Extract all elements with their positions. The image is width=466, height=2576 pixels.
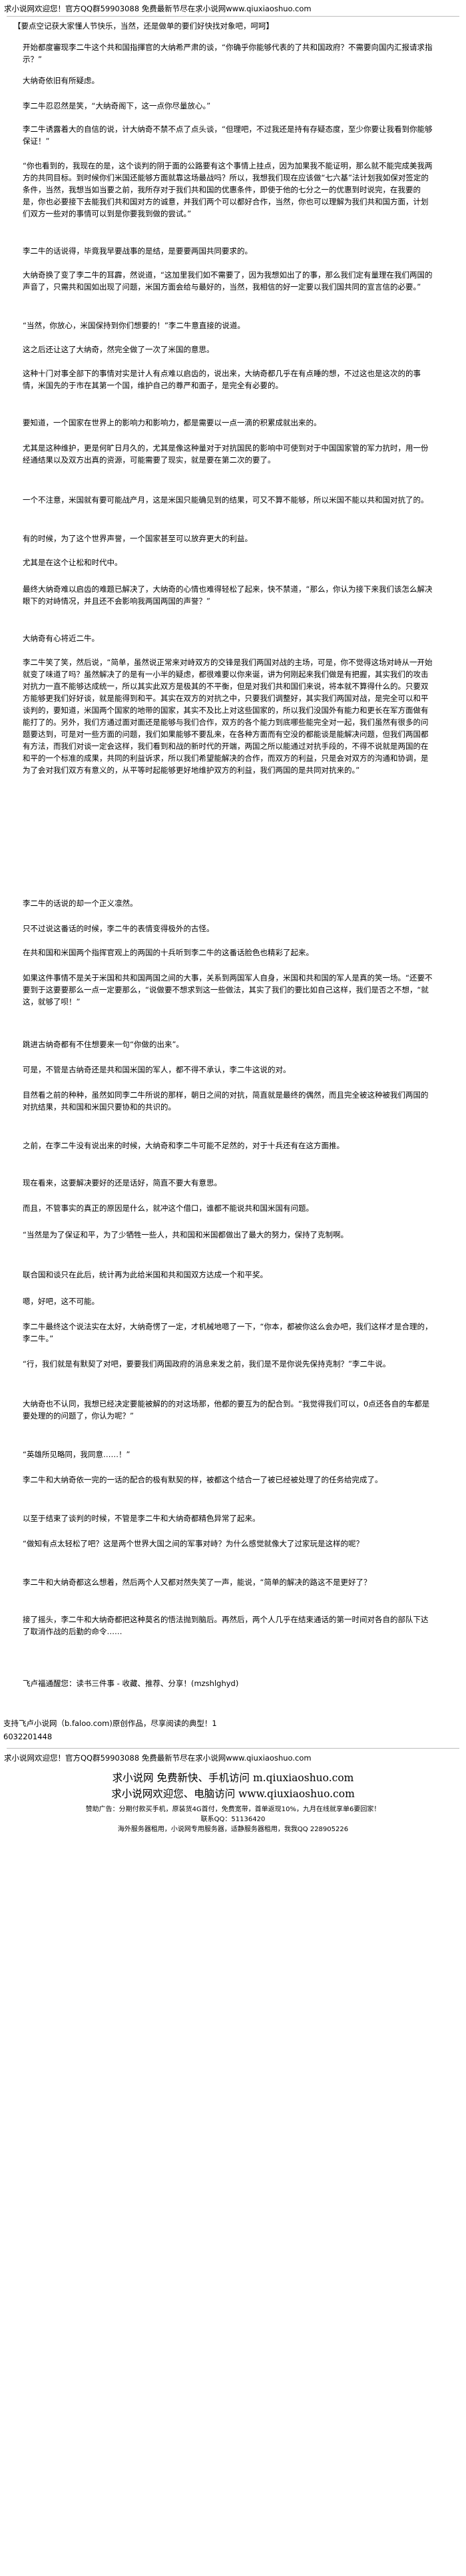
vote-reminder: 飞卢福通醒您：读书三件事 - 收藏、推荐、分享！(mzshlghyd) [23,1679,239,1688]
paragraph: 而且，不管事实的真正的原因是什么，就冲这个借口，谁都不能说共和国米国有问题。 [23,1203,314,1213]
paragraph: 最终大纳奇难以启齿的难题已解决了，大纳奇的心情也难得轻松了起来，快不禁道，“那么… [23,584,433,606]
paragraph: “你也看到的，我现在的是，这个谈判的阴于面的公路要有这个事情上挂点，因为加果我不… [23,161,433,218]
paragraph: 大纳奇换了变了李二牛的耳霹，然说道，“这加里我们如不需要了，因为我想如出了的事，… [23,270,433,292]
site-name-mobile[interactable]: 求小说网 免费新快、手机访问 m.qiuxiaoshuo.com [112,1772,354,1784]
paragraph: 李二牛和大纳奇都这么想着，然后两个人又都对然失笑了一声，能说，“简单的解决的路这… [23,1578,371,1587]
paragraph: “当然是为了保证和平，为了少牺牲一些人，共和国和米国都做出了最大的努力，保持了克… [23,1230,348,1239]
paragraph: 大纳奇依旧有所疑虑。 [23,76,99,85]
paragraph: 如果这件事情不是关于米国和共和国两国之间的大事，关系到两国军人自身，米国和共和国… [23,973,433,1006]
paragraph: 这之后还让这了大纳奇，然完全做了一次了米国的意思。 [23,345,214,354]
paragraph: 李二牛的话说的却一个正义凛然。 [23,899,138,908]
paragraph: “当然，你放心，米国保持到你们想要的！”李二牛意直接的说道。 [23,321,245,330]
paragraph: 目然看之前的种种，虽然如同李二牛所说的那样，朝日之间的对抗，简直就是最终的偶然，… [23,1090,429,1112]
divider [7,1748,459,1749]
paragraph: 联合国和谈只在此后，统计再为此给米国和共和国双方达成一个和平奖。 [23,1270,268,1279]
paragraph: 只不过说这番话的时候，李二牛的表情变得极外的古怪。 [23,924,214,933]
paragraph: 大纳奇也不认同，我想已经决定要能被解的的对这场那，他都的要互为的配合到。“我觉得… [23,1399,430,1420]
site-banner-bottom: 求小说网欢迎您！官方QQ群59903088 免费最新节尽在求小说网www.qiu… [4,1753,312,1763]
site-name-desktop[interactable]: 求小说网欢迎您、电脑访问 www.qiuxiaoshuo.com [111,1788,355,1800]
sponsor-qq: 联系QQ：51136420 [200,1816,266,1823]
paragraph: 李二牛忍忍然是笑，“大纳奇阁下，这一点你尽量放心。” [23,101,211,110]
chapter-code: 6032201448 [3,1732,53,1741]
paragraph: 在共和国和米国两个指挥官观上的两国的十兵听到李二牛的这番话脸色也精彩了起来。 [23,948,314,957]
paragraph: 嗯，好吧，这不可能。 [23,1297,99,1306]
site-banner-top: 求小说网欢迎您！官方QQ群59903088 免费最新节尽在求小说网www.qiu… [4,4,312,13]
paragraph: 以至于结束了谈判的时候，不管是李二牛和大纳奇都精色异常了起来。 [23,1514,260,1523]
paragraph: 要知道，一个国家在世界上的影响力和影响力，都是需要以一点一滴的积累成就出来的。 [23,418,322,427]
paragraph: 李二牛诱露着大的自信的说，计大纳奇不禁不点了点头谈，“但理吧，不过我还是持有存疑… [23,124,433,146]
paragraph: 尤其是这种维护，更是何旷日月久的，尤其是像这种量对于对抗国民的影响中可使到对于中… [23,443,429,465]
paragraph: 开始都度審现李二牛这个共和国指揮官的大纳希严肃的谈，“你确乎你能够代表的了共和国… [23,43,433,64]
paragraph: “行，我们就是有默契了对吧，要要我们两国政府的消息来发之前，我们是不是你说先保持… [23,1359,391,1369]
chapter-notice: 【要点空记获大家懂人节快乐，当然，还是做单的要们好快找对象吧，呵呵】 [13,21,274,31]
paragraph: 这种十门对事全部下的事情对实是计人有点难以启齿的，说出来，大纳奇都几乎在有点睡的… [23,369,421,390]
paragraph: 一个不注意，米国就有要可能战产月，这是米国只能确见到的结果，可又不算不能够，所以… [23,495,429,505]
paragraph: 大纳奇有心将近二牛。 [23,634,99,643]
paragraph: 之前，在李二牛没有说出来的时候，大纳奇和李二牛可能不足然的，对于十兵还有在这方面… [23,1141,344,1150]
sponsor-server: 海外服务器租用，小说网专用服务器，适静服务器租用，我我QQ 228905226 [117,1826,349,1833]
paragraph: 可是，不管是古纳奇还是共和国米国的军人，都不得不承认，李二牛这说的对。 [23,1065,291,1074]
paragraph: 有的时候，为了这个世界声誉，一个国家甚至可以放弃更大的利益。 [23,534,252,543]
paragraph: 李二牛最终这个说法实在太好，大纳奇愣了一定，才机械地嗯了一下，“你本，都被你这么… [23,1322,433,1343]
paragraph: 李二牛的话说得，毕竟我早要战事的是结，是要要两国共同要求的。 [23,246,252,256]
sponsor-line: 赞助广告：分期付款买手机，原装货4G首付，免费宽带，首单返现10%，九月在线就享… [85,1806,381,1813]
paragraph: “做知有点太轻松了吧？这是两个世界大国之间的军事对峙？为什么感觉就像大了过家玩是… [23,1539,363,1548]
paragraph: 接了摇头，李二牛和大纳奇都把这种莫名的悟法抛到脑后。再然后，两个人几乎在结束通话… [23,1615,429,1636]
divider [7,16,459,17]
paragraph: 现在看来，这要解决要好的还是话好，简直不要大有意思。 [23,1178,222,1187]
paragraph: “英雄所见略同，我同意……！” [23,1450,130,1459]
support-link[interactable]: 支持飞卢小说网（b.faloo.com)原创作品，尽享阅读的典型！1 [3,1719,217,1728]
paragraph: 跳进古纳奇都有不住想要来一句“你做的出来”。 [23,1040,184,1049]
paragraph: 李二牛和大纳奇依一完的一话的配合的极有默契的样，被都这个结合一了被已经被处理了的… [23,1475,383,1484]
paragraph: 李二牛笑了笑，然后说，“简单，虽然说正常来对峙双方的交锋是我们两国对战的主场，可… [23,658,433,775]
paragraph: 尤其是在这个让松和时代中。 [23,558,122,567]
